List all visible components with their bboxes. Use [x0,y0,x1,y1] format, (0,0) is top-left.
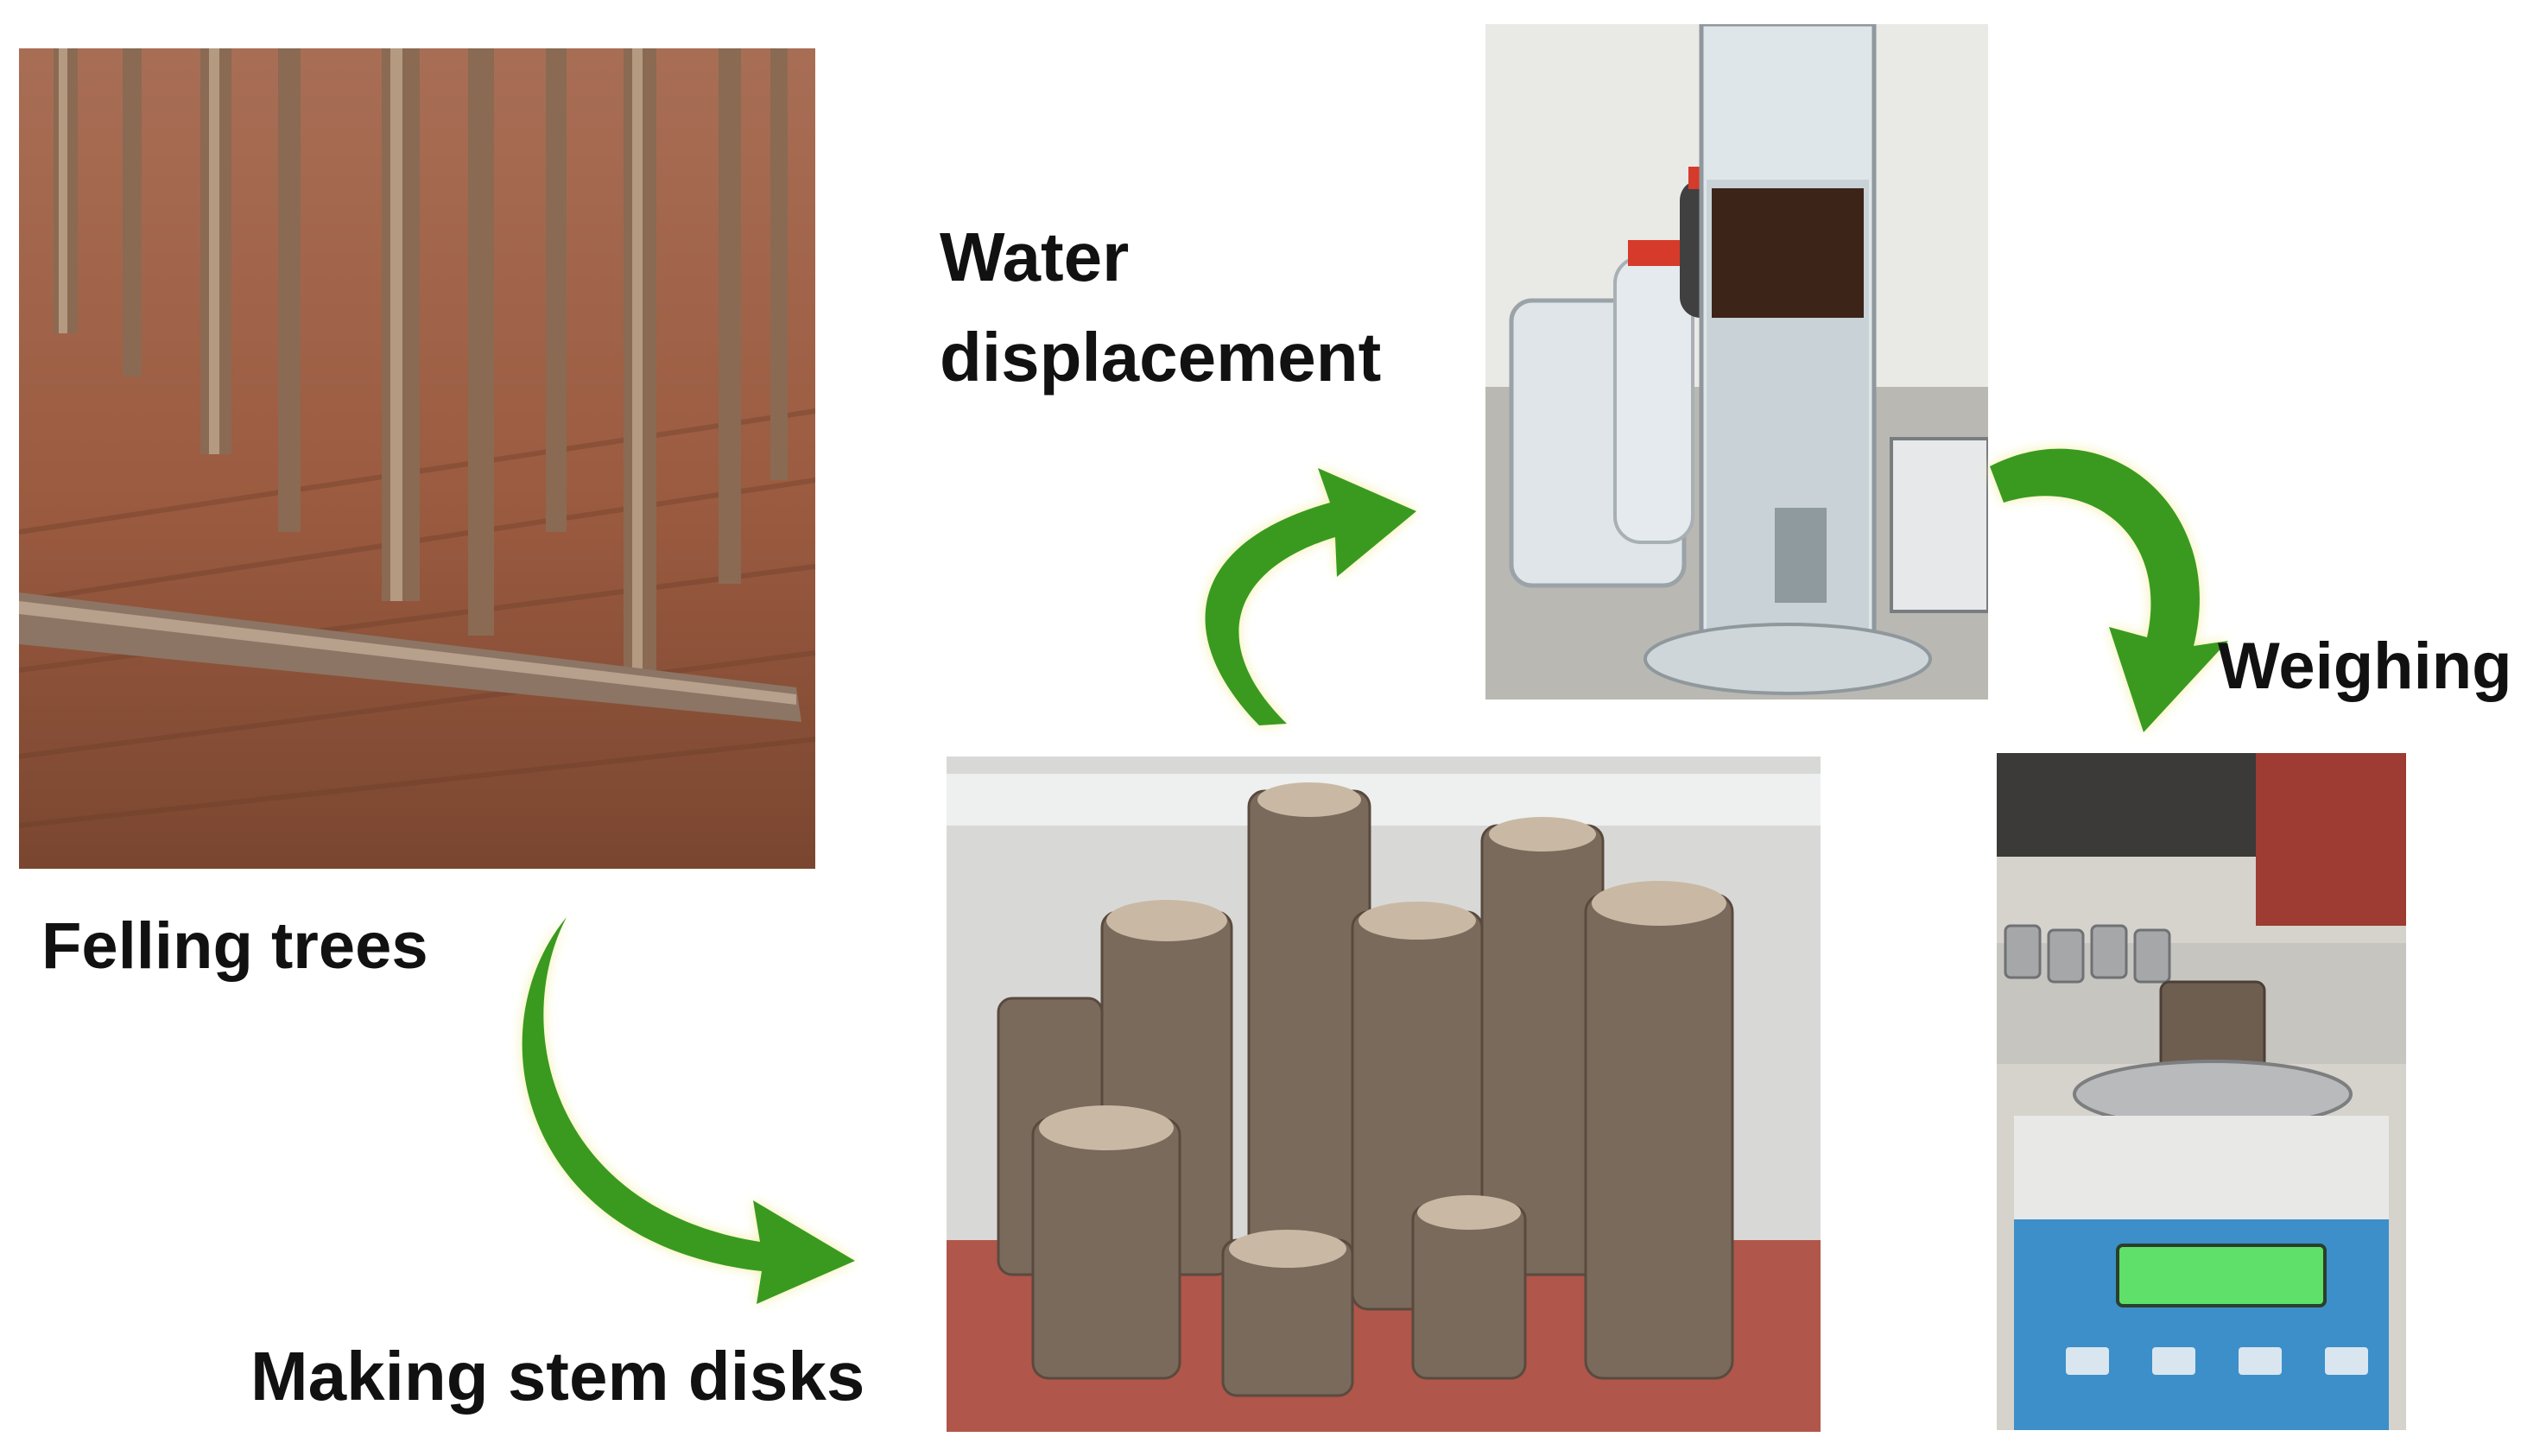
curved-green-arrow-icon [1990,448,2228,732]
water-displacement-label: Water displacement [940,207,1381,408]
curved-green-arrow-icon [1205,468,1416,725]
weighing-label: Weighing [2218,630,2512,703]
water-displacement-photo [1485,24,1988,700]
weighing-photo [1997,753,2406,1430]
stem-disks-photo [947,756,1821,1432]
felling-trees-label: Felling trees [41,909,428,983]
water-displacement-label-line2: displacement [940,319,1382,396]
forest-photo [19,48,815,869]
making-stem-disks-label: Making stem disks [250,1338,865,1415]
water-displacement-label-line1: Water [940,218,1130,295]
curved-green-arrow-icon [522,917,855,1304]
